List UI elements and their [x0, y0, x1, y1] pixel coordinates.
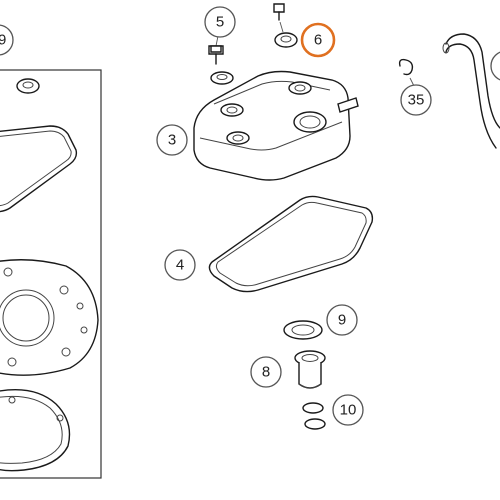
callout-29: 29 [0, 24, 14, 56]
valve-cover-3 [193, 70, 359, 181]
svg-text:6: 6 [314, 32, 322, 49]
svg-text:8: 8 [262, 364, 270, 381]
cover-gasket-4 [208, 195, 374, 293]
callout-5: 5 [204, 6, 236, 38]
callout-6: 6 [300, 22, 336, 58]
callout-3: 3 [156, 124, 188, 156]
bolt-5 [208, 35, 234, 85]
callout-8: 8 [250, 356, 282, 388]
svg-text:29: 29 [0, 32, 6, 49]
callout-10: 10 [332, 394, 364, 426]
callout-4: 4 [164, 249, 196, 281]
callout-35: 35 [400, 84, 432, 116]
svg-text:3: 3 [168, 132, 176, 149]
kit-base-gasket [0, 389, 71, 472]
plug-tube-8 [294, 350, 326, 389]
bolt-top [273, 3, 285, 33]
breather-hose-2 [442, 33, 500, 149]
hose-clamp-35 [398, 58, 415, 87]
gasket-kit-frame [0, 69, 102, 479]
svg-text:35: 35 [408, 92, 425, 109]
grommet-6 [274, 32, 298, 48]
gasket-kit-group [0, 69, 102, 479]
bolt-5b [210, 45, 222, 53]
o-rings-10 [302, 402, 326, 430]
kit-head-gasket [0, 259, 99, 376]
kit-cover-gasket [0, 125, 78, 213]
svg-text:10: 10 [340, 402, 357, 419]
svg-text:4: 4 [176, 257, 184, 274]
svg-text:9: 9 [338, 312, 346, 329]
callout-2: 2 [490, 51, 500, 81]
seal-ring-9 [283, 320, 323, 340]
svg-text:5: 5 [216, 14, 224, 31]
kit-grommet [16, 78, 40, 94]
callout-9: 9 [326, 304, 358, 336]
